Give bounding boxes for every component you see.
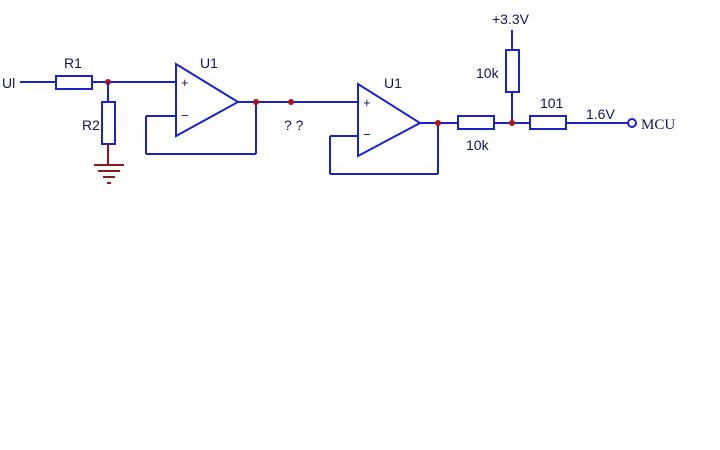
- output-res-label: 101: [540, 95, 564, 111]
- pullup-res-label: 10k: [476, 65, 500, 81]
- input-label: Ul: [2, 75, 15, 91]
- r2-branch: [94, 82, 124, 184]
- mcu-label: MCU: [641, 117, 675, 133]
- resistor-r2: [101, 101, 116, 145]
- opamp-1: [145, 62, 358, 155]
- unknown-node-label: ? ?: [284, 117, 304, 133]
- junction-dot: [509, 120, 515, 126]
- opamp-2-triangle: [357, 82, 422, 158]
- junction-dot: [253, 99, 259, 105]
- junction-dot: [435, 120, 441, 126]
- opamp-2: [329, 82, 458, 175]
- opamp-1-label: U1: [200, 55, 218, 71]
- r2-label: R2: [82, 117, 100, 133]
- input-net: [20, 75, 176, 90]
- junction-dot: [288, 99, 294, 105]
- opamp-1-plus: +: [181, 75, 189, 90]
- resistor-pullup-10k: [505, 49, 520, 93]
- output-divider: [457, 30, 637, 130]
- mcu-terminal-icon: [627, 118, 637, 128]
- r1-label: R1: [64, 55, 82, 71]
- opamp-2-label: U1: [384, 75, 402, 91]
- resistor-101: [529, 115, 567, 130]
- ground-icon: [94, 164, 124, 184]
- opamp-2-minus: −: [363, 127, 371, 142]
- output-voltage-label: 1.6V: [586, 106, 615, 122]
- opamp-1-minus: −: [181, 108, 189, 123]
- opamp-2-plus: +: [363, 95, 371, 110]
- resistor-series-10k: [457, 115, 495, 130]
- resistor-r1: [55, 75, 93, 90]
- supply-label: +3.3V: [492, 11, 530, 27]
- series-res-label: 10k: [466, 137, 490, 153]
- opamp-1-triangle: [175, 62, 240, 138]
